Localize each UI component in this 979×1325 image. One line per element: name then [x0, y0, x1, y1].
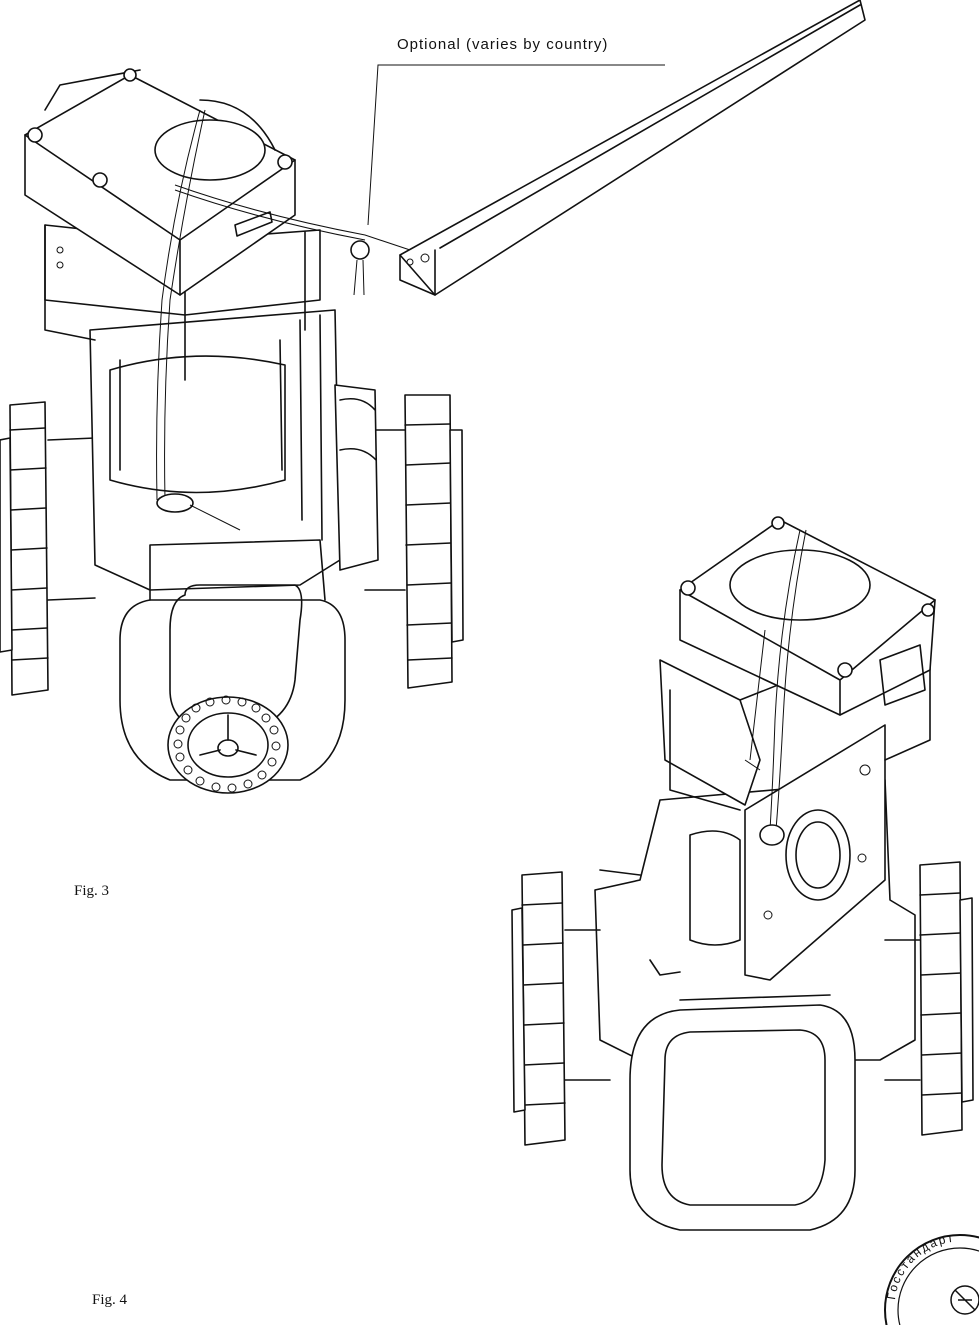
fig4-left-wheel — [511, 871, 566, 1146]
fig3-caption: Fig. 3 — [74, 883, 110, 899]
svg-text:Госстандарт: Госстандарт — [884, 1231, 956, 1301]
fig3-right-wheel — [404, 394, 464, 689]
fig3-drawing — [0, 0, 866, 794]
fig3-left-wheel — [0, 401, 49, 696]
fig3-valve-body — [89, 309, 341, 591]
stamp-text: Госстандарт — [884, 1231, 954, 1301]
fig4-actuator — [679, 516, 936, 716]
fig4-right-wheel — [919, 861, 974, 1136]
fig4-drawing — [511, 516, 974, 1231]
fig3-handwheel — [167, 695, 289, 794]
callout-leader-line — [367, 64, 665, 226]
callout-optional-label: Optional (varies by country) — [397, 36, 609, 53]
official-stamp: Госстандарт — [884, 1231, 979, 1325]
fig4-lower-housing — [629, 1004, 856, 1231]
fig3-seal-lead — [350, 240, 370, 260]
fig3-actuator — [24, 68, 296, 296]
fig3-lever-handle — [399, 0, 866, 296]
fig4-seal-lead — [759, 824, 785, 846]
fig4-caption: Fig. 4 — [92, 1292, 128, 1308]
